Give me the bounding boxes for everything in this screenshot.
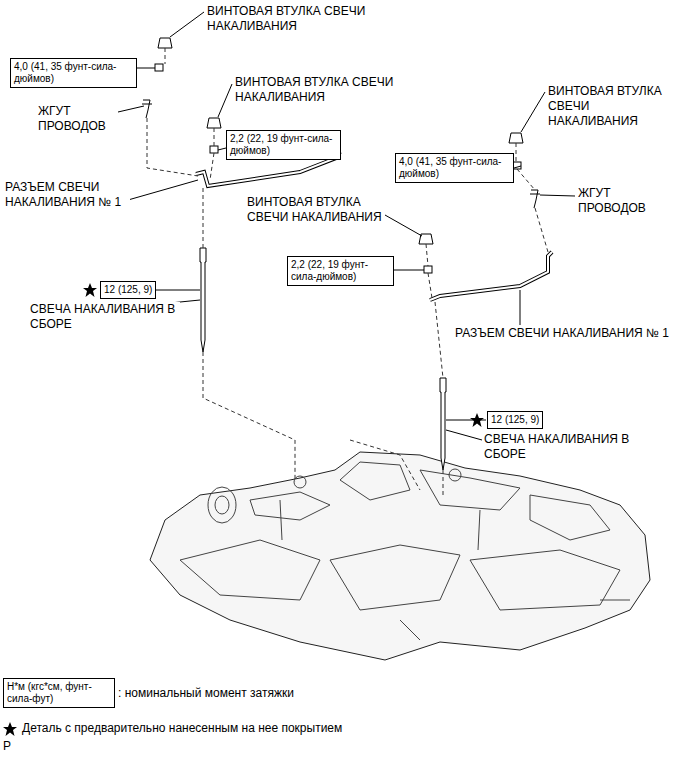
part-label: РАЗЪЕМ СВЕЧИ НАКАЛИВАНИЯ № 1 — [455, 326, 680, 341]
legend-text: : номинальный момент затяжки — [118, 686, 418, 701]
wire-harness — [142, 100, 152, 118]
nut — [424, 266, 432, 273]
torque-box: 12 (125, 9) — [100, 281, 156, 299]
screw-sleeve — [207, 118, 221, 128]
torque-box: 12 (125, 9) — [487, 411, 543, 429]
torque-box: Н*м (кгс*см, фунт-сила-фут) — [3, 678, 115, 708]
torque-value: 2,2 (22, 19 фунт-сила-дюймов) — [291, 259, 390, 283]
part-label: ВИНТОВАЯ ВТУЛКА СВЕЧИ НАКАЛИВАНИЯ — [207, 4, 407, 34]
nut — [210, 146, 218, 153]
part-label: ЖГУТ ПРОВОДОВ — [578, 186, 678, 216]
glow-plug — [200, 248, 206, 352]
torque-value: 12 (125, 9) — [104, 284, 152, 296]
part-label: СВЕЧА НАКАЛИВАНИЯ В СБОРЕ — [484, 432, 634, 462]
torque-value: 4,0 (41, 35 фунт-сила-дюймов) — [14, 61, 133, 85]
torque-box: 2,2 (22, 19 фунт-сила-дюймов) — [226, 130, 341, 160]
part-label: ЖГУТ ПРОВОДОВ — [38, 104, 118, 134]
part-label: ВИНТОВАЯ ВТУЛКА СВЕЧИ НАКАЛИВАНИЯ — [247, 195, 382, 225]
torque-box: 2,2 (22, 19 фунт-сила-дюймов) — [287, 256, 394, 286]
torque-value: 12 (125, 9) — [491, 414, 539, 426]
connector-bar — [430, 252, 552, 300]
glow-plug — [440, 378, 446, 470]
torque-value: 2,2 (22, 19 фунт-сила-дюймов) — [230, 133, 337, 157]
screw-sleeve — [158, 38, 172, 48]
leader-line — [118, 12, 575, 440]
torque-box: 4,0 (41, 35 фунт-сила-дюймов) — [395, 153, 514, 183]
nut — [513, 162, 521, 169]
nut — [155, 64, 163, 71]
torque-value: Н*м (кгс*см, фунт-сила-фут) — [7, 681, 111, 705]
screw-sleeve — [509, 133, 523, 143]
torque-value: 4,0 (41, 35 фунт-сила-дюймов) — [399, 156, 510, 180]
part-label: СВЕЧА НАКАЛИВАНИЯ В СБОРЕ — [30, 302, 180, 332]
wire-harness — [530, 190, 540, 208]
star-symbol — [3, 283, 484, 736]
part-label: ВИНТОВАЯ ВТУЛКА СВЕЧИ НАКАЛИВАНИЯ — [548, 84, 678, 129]
part-label: РАЗЪЕМ СВЕЧИ НАКАЛИВАНИЯ № 1 — [5, 180, 130, 210]
assembly-line — [147, 48, 548, 495]
engine-block — [150, 452, 650, 660]
engine-detail — [180, 462, 630, 640]
connector-bar-inner — [430, 252, 552, 300]
torque-box: 4,0 (41, 35 фунт-сила-дюймов) — [10, 58, 137, 88]
part-label: P — [3, 739, 11, 754]
part-label: ВИНТОВАЯ ВТУЛКА СВЕЧИ НАКАЛИВАНИЯ — [235, 75, 435, 105]
legend-text: Деталь с предварительно нанесенным на не… — [22, 721, 442, 736]
